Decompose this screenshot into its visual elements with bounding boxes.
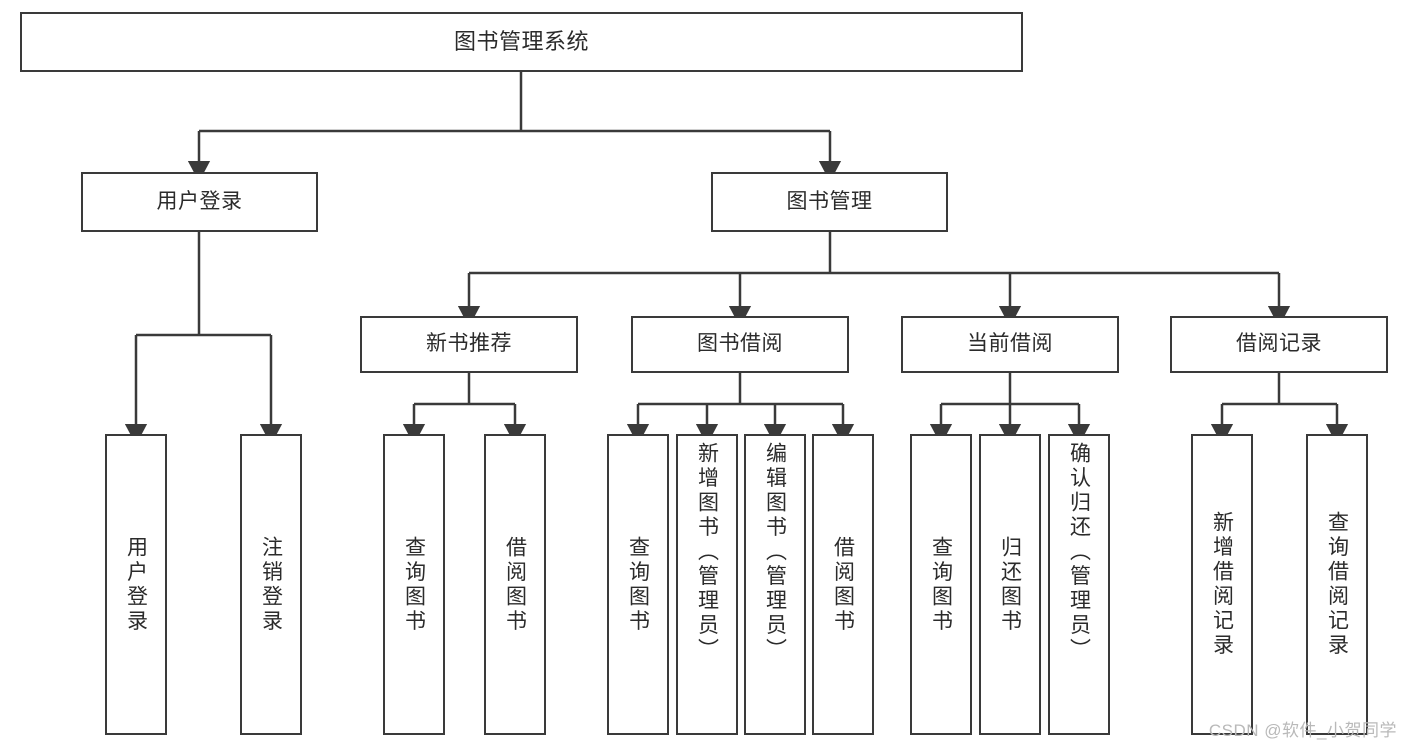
node-label: 用户登录 — [156, 189, 243, 213]
node-label: 确认归还（管理员） — [1067, 442, 1091, 663]
leaf-borrow-record-add-record[interactable]: 新增借阅记录 — [1191, 434, 1253, 735]
leaf-current-borrow-confirm-return-admin[interactable]: 确认归还（管理员） — [1048, 434, 1110, 735]
node-label: 查询图书 — [929, 535, 953, 634]
leaf-borrow-record-query-record[interactable]: 查询借阅记录 — [1306, 434, 1368, 735]
node-label: 查询图书 — [402, 535, 426, 634]
node-label: 归还图书 — [998, 535, 1022, 634]
node-label: 图书管理系统 — [453, 29, 589, 55]
leaf-book-borrow-query-book[interactable]: 查询图书 — [607, 434, 669, 735]
leaf-new-book-borrow-book[interactable]: 借阅图书 — [484, 434, 546, 735]
node-label: 查询图书 — [626, 535, 650, 634]
node-current-borrow[interactable]: 当前借阅 — [901, 316, 1119, 373]
leaf-user-login-login[interactable]: 用户登录 — [105, 434, 167, 735]
leaf-book-borrow-edit-book-admin[interactable]: 编辑图书（管理员） — [744, 434, 806, 735]
leaf-current-borrow-return-book[interactable]: 归还图书 — [979, 434, 1041, 735]
node-label: 新增图书（管理员） — [695, 442, 719, 663]
node-label: 当前借阅 — [967, 332, 1053, 356]
node-label: 用户登录 — [124, 535, 148, 634]
node-root-book-management-system[interactable]: 图书管理系统 — [20, 12, 1023, 72]
node-book-borrow[interactable]: 图书借阅 — [631, 316, 849, 373]
node-book-management[interactable]: 图书管理 — [711, 172, 948, 232]
node-label: 注销登录 — [259, 535, 283, 634]
node-label: 图书借阅 — [697, 332, 783, 356]
csdn-watermark: CSDN @软件_小贺同学 — [1208, 721, 1397, 740]
node-label: 借阅记录 — [1236, 332, 1322, 356]
node-label: 查询借阅记录 — [1325, 511, 1349, 658]
node-label: 借阅图书 — [503, 535, 527, 634]
node-borrow-record[interactable]: 借阅记录 — [1170, 316, 1388, 373]
node-label: 借阅图书 — [831, 535, 855, 634]
node-label: 编辑图书（管理员） — [763, 442, 787, 663]
node-new-book-recommend[interactable]: 新书推荐 — [360, 316, 578, 373]
node-label: 图书管理 — [786, 189, 873, 213]
node-user-login[interactable]: 用户登录 — [81, 172, 318, 232]
leaf-book-borrow-add-book-admin[interactable]: 新增图书（管理员） — [676, 434, 738, 735]
node-label: 新书推荐 — [426, 332, 512, 356]
leaf-book-borrow-borrow-book[interactable]: 借阅图书 — [812, 434, 874, 735]
node-label: 新增借阅记录 — [1210, 511, 1234, 658]
leaf-current-borrow-query-book[interactable]: 查询图书 — [910, 434, 972, 735]
leaf-user-login-logout[interactable]: 注销登录 — [240, 434, 302, 735]
leaf-new-book-query-book[interactable]: 查询图书 — [383, 434, 445, 735]
